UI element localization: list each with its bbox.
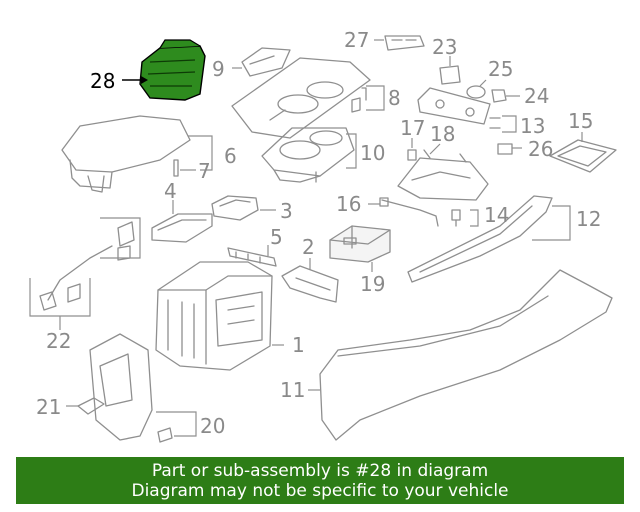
callout-2: 2 [302, 235, 315, 259]
callout-16: 16 [336, 192, 361, 216]
banner-line-2: Diagram may not be specific to your vehi… [131, 481, 509, 501]
callout-18: 18 [430, 122, 455, 146]
part-19 [329, 225, 391, 272]
callout-9: 9 [212, 57, 225, 81]
part-2 [281, 258, 339, 303]
callout-12: 12 [576, 207, 601, 231]
part-21 [66, 397, 105, 415]
part-7 [173, 159, 196, 177]
part-18 [397, 143, 489, 201]
callout-8: 8 [388, 86, 401, 110]
part-4 [151, 200, 213, 243]
callout-22: 22 [46, 329, 71, 353]
callout-24: 24 [524, 84, 549, 108]
part-13 [417, 87, 517, 133]
part-20 [89, 333, 197, 443]
callout-11: 11 [280, 378, 305, 402]
part-11 [308, 269, 613, 441]
part-10 [261, 127, 357, 183]
part-6 [61, 115, 213, 193]
callout-25: 25 [488, 57, 513, 81]
part-5 [227, 245, 277, 267]
part-16 [368, 197, 439, 227]
callout-17: 17 [400, 116, 425, 140]
part-14 [451, 209, 479, 227]
callout-20: 20 [200, 414, 225, 438]
part-24 [491, 89, 520, 103]
callout-13: 13 [520, 114, 545, 138]
part-17 [407, 138, 417, 161]
part-12 [407, 195, 571, 283]
callout-1: 1 [292, 333, 305, 357]
part-1 [155, 261, 284, 371]
callout-5: 5 [270, 225, 283, 249]
part-23 [439, 56, 461, 85]
part-22 [29, 217, 141, 330]
part-27 [374, 35, 425, 51]
callout-14: 14 [484, 203, 509, 227]
callout-23: 23 [432, 35, 457, 59]
part-3 [211, 195, 276, 221]
callout-6: 6 [224, 144, 237, 168]
parts-diagram: 28 27 23 25 24 9 8 13 15 17 18 26 6 7 10… [29, 28, 617, 443]
part-8 [231, 57, 385, 139]
callout-7: 7 [198, 159, 211, 183]
callout-28: 28 [90, 69, 115, 93]
part-25 [466, 79, 487, 99]
callout-3: 3 [280, 199, 293, 223]
callout-27: 27 [344, 28, 369, 52]
callout-15: 15 [568, 109, 593, 133]
part-26 [497, 143, 522, 155]
callout-4: 4 [164, 179, 177, 203]
part-15 [549, 132, 617, 173]
part-28-highlighted[interactable] [122, 39, 206, 101]
callout-21: 21 [36, 395, 61, 419]
callout-10: 10 [360, 141, 385, 165]
part-9 [232, 47, 291, 77]
banner-line-1: Part or sub-assembly is #28 in diagram [151, 461, 489, 481]
callout-19: 19 [360, 272, 385, 296]
callout-26: 26 [528, 137, 553, 161]
info-banner: Part or sub-assembly is #28 in diagram D… [16, 457, 624, 504]
